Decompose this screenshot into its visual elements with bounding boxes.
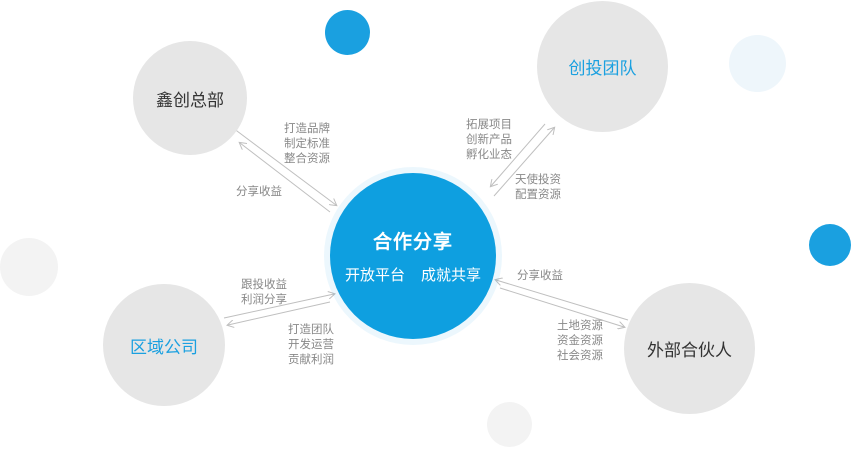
arrow-region-to-center [223,294,334,319]
node-external-partner-label: 外部合伙人 [647,341,732,361]
node-external-partner: 外部合伙人 [624,283,755,414]
center-title: 合作分享 [372,231,453,253]
node-vc-team-label: 创投团队 [568,59,637,79]
label-partner-out: 土地资源 资金资源 社会资源 [557,318,603,362]
node-hq-label: 鑫创总部 [156,90,224,111]
arrow-hq-to-center [232,127,336,205]
node-regional-company: 区域公司 [103,284,225,406]
center-subtitle-left: 开放平台 [344,266,405,284]
label-vc-in: 天使投资 配置资源 [515,172,561,201]
arrow-center-to-vc [493,128,554,197]
label-region-in: 跟投收益 利润分享 [241,277,287,306]
decorative-circle-gray-bottom [487,402,532,447]
arrow-center-to-hq [240,143,331,213]
center-node: 合作分享 开放平台 成就共享 [330,173,496,339]
arrow-partner-to-center [496,280,629,321]
label-vc-out: 拓展项目 创新产品 孵化业态 [466,117,512,161]
label-partner-in: 分享收益 [517,268,563,282]
label-region-out: 打造团队 开发运营 贡献利润 [288,322,334,366]
decorative-circle-gray-left [0,238,58,296]
node-vc-team: 创投团队 [537,1,668,132]
center-subtitle-right: 成就共享 [421,266,482,284]
arrow-center-to-partner [499,287,624,327]
node-hq: 鑫创总部 [133,41,247,155]
decorative-circle-lightblue [729,35,786,92]
center-subtitle: 开放平台 成就共享 [345,264,481,285]
label-hq-out: 打造品牌 制定标准 整合资源 [284,121,330,165]
arrow-center-to-region [228,301,331,325]
decorative-circle-blue-top [325,10,370,55]
arrow-vc-to-center [491,123,546,186]
node-regional-company-label: 区域公司 [130,337,198,358]
label-hq-in: 分享收益 [236,184,282,198]
decorative-circle-blue-right [809,224,851,266]
